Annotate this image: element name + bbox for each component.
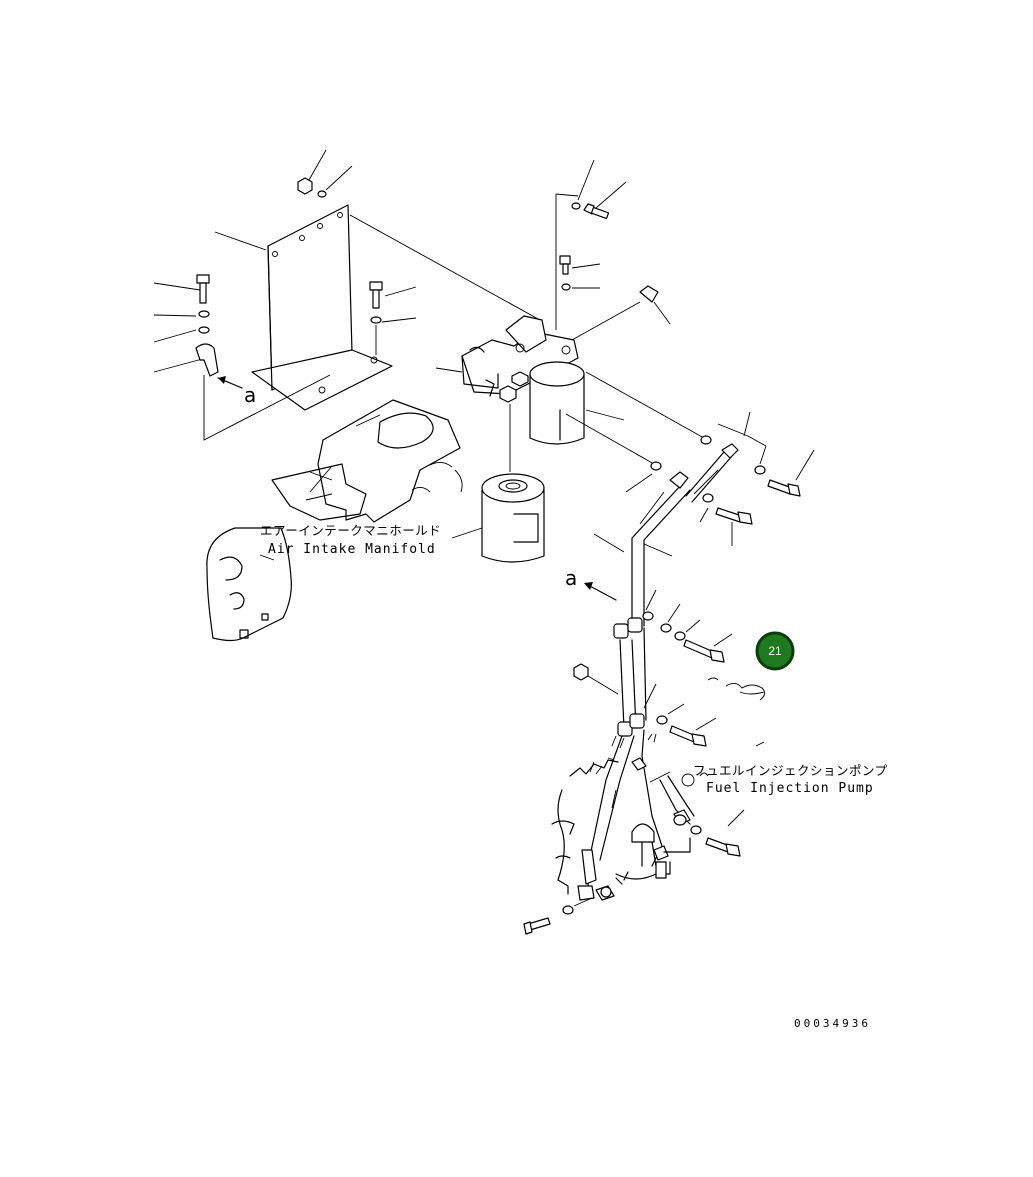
pump-fitting-sketch: [707, 677, 765, 701]
bolt-plate: [369, 281, 383, 355]
air-intake-manifold: [206, 399, 463, 642]
bolt-left-bracket: [195, 274, 219, 377]
label-pump-jp: フュエルインジェクションポンプ: [693, 763, 888, 778]
svg-text:a: a: [565, 566, 577, 590]
drawing-number: 00034936: [794, 1017, 871, 1030]
bracket-plate: [251, 204, 393, 411]
leader-lines-bracket: [153, 149, 541, 441]
clamp-hardware-lower: [573, 663, 717, 747]
nut-top: [297, 177, 327, 198]
filter-head: [435, 315, 579, 403]
fuel-filter-upper: [529, 361, 625, 445]
leader-manifold: [309, 465, 333, 493]
leader-lines-head-right: [565, 371, 767, 493]
clamp-hardware-upper: [642, 603, 733, 663]
label-manifold-en: Air Intake Manifold: [268, 542, 436, 557]
reference-arrow-a-left: a: [217, 376, 256, 407]
hardware-head-top: [555, 159, 671, 341]
label-pump-en: Fuel Injection Pump: [706, 781, 874, 796]
pump-bolt-left: [523, 897, 593, 935]
svg-text:a: a: [244, 383, 256, 407]
bolt-right-1: [767, 449, 815, 497]
label-manifold-jp: エアーインテークマニホールド: [260, 523, 441, 538]
reference-arrow-a-right: a: [565, 566, 657, 611]
fuel-filter-lower: [451, 404, 545, 563]
bolt-right-2: [699, 493, 753, 546]
leader-pump: [755, 741, 765, 747]
badge-label: 21: [768, 644, 782, 658]
fuel-injection-pump: [551, 729, 709, 901]
fuel-pipe-assembly: [593, 443, 739, 737]
part-number-badge[interactable]: 21: [755, 631, 795, 671]
pump-bolt-right: [690, 809, 745, 857]
